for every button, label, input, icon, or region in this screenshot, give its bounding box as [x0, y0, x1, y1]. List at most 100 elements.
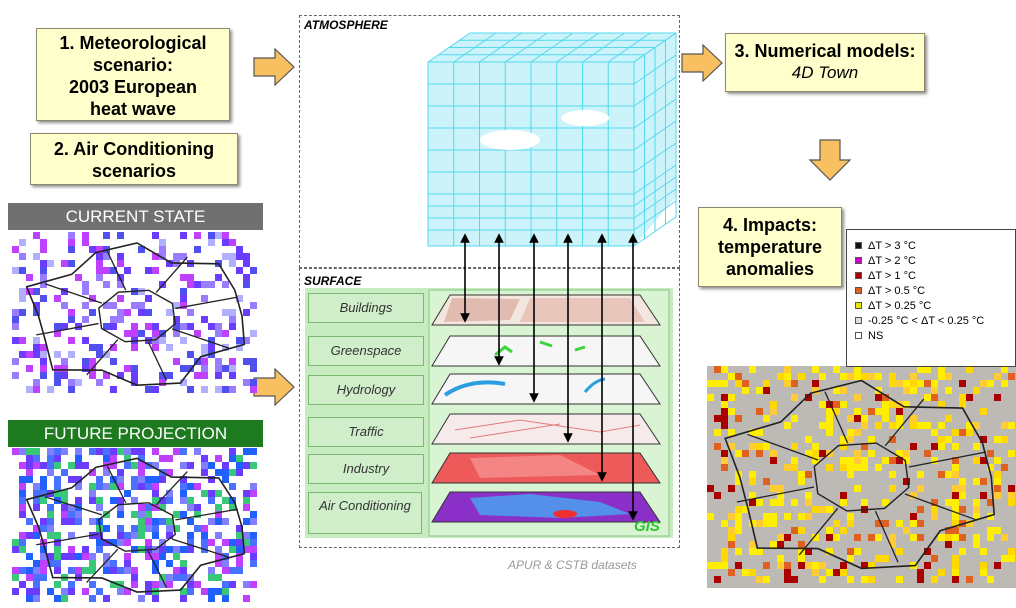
grid-cell: [124, 532, 131, 539]
box2-line1: 2. Air Conditioning: [53, 139, 215, 159]
grid-cell: [47, 448, 54, 455]
grid-cell: [973, 541, 980, 548]
grid-cell: [26, 274, 33, 281]
grid-cell: [236, 462, 243, 469]
grid-cell: [243, 532, 250, 539]
grid-cell: [728, 394, 735, 401]
future-projection-banner: FUTURE PROJECTION: [8, 420, 263, 447]
grid-cell: [96, 539, 103, 546]
grid-cell: [833, 520, 840, 527]
grid-cell: [714, 366, 721, 373]
grid-cell: [110, 539, 117, 546]
grid-cell: [756, 429, 763, 436]
grid-cell: [187, 504, 194, 511]
grid-cell: [896, 415, 903, 422]
grid-cell: [980, 478, 987, 485]
grid-cell: [910, 380, 917, 387]
grid-cell: [973, 499, 980, 506]
grid-cell: [26, 469, 33, 476]
grid-cell: [19, 462, 26, 469]
grid-cell: [12, 539, 19, 546]
grid-cell: [966, 366, 973, 373]
grid-cell: [54, 379, 61, 386]
grid-cell: [33, 351, 40, 358]
grid-cell: [68, 309, 75, 316]
grid-cell: [931, 506, 938, 513]
grid-cell: [229, 581, 236, 588]
grid-cell: [61, 497, 68, 504]
grid-cell: [756, 387, 763, 394]
grid-cell: [152, 232, 159, 239]
grid-cell: [54, 483, 61, 490]
grid-cell: [763, 443, 770, 450]
grid-cell: [896, 422, 903, 429]
grid-cell: [82, 553, 89, 560]
grid-cell: [994, 394, 1001, 401]
grid-cell: [96, 483, 103, 490]
grid-cell: [833, 534, 840, 541]
grid-cell: [896, 548, 903, 555]
grid-cell: [875, 555, 882, 562]
grid-cell: [945, 387, 952, 394]
grid-cell: [903, 387, 910, 394]
grid-cell: [138, 518, 145, 525]
grid-cell: [40, 281, 47, 288]
grid-cell: [735, 520, 742, 527]
grid-cell: [187, 365, 194, 372]
grid-cell: [959, 401, 966, 408]
grid-cell: [208, 539, 215, 546]
grid-cell: [47, 532, 54, 539]
grid-cell: [770, 499, 777, 506]
grid-cell: [166, 560, 173, 567]
grid-cell: [61, 365, 68, 372]
grid-cell: [917, 576, 924, 583]
grid-cell: [854, 450, 861, 457]
datasets-credit: APUR & CSTB datasets: [508, 558, 637, 572]
grid-cell: [152, 462, 159, 469]
grid-cell: [215, 574, 222, 581]
grid-cell: [82, 546, 89, 553]
grid-cell: [54, 567, 61, 574]
grid-cell: [222, 469, 229, 476]
grid-cell: [889, 380, 896, 387]
grid-cell: [145, 295, 152, 302]
grid-cell: [187, 483, 194, 490]
grid-cell: [229, 358, 236, 365]
grid-cell: [166, 309, 173, 316]
grid-cell: [68, 239, 75, 246]
grid-cell: [250, 483, 257, 490]
grid-cell: [931, 387, 938, 394]
grid-cell: [840, 499, 847, 506]
grid-cell: [826, 408, 833, 415]
grid-cell: [847, 471, 854, 478]
grid-cell: [26, 518, 33, 525]
grid-cell: [987, 499, 994, 506]
grid-cell: [82, 239, 89, 246]
grid-cell: [882, 555, 889, 562]
grid-cell: [840, 373, 847, 380]
grid-cell: [917, 534, 924, 541]
grid-cell: [12, 337, 19, 344]
grid-cell: [222, 539, 229, 546]
grid-cell: [917, 422, 924, 429]
grid-cell: [33, 232, 40, 239]
grid-cell: [40, 525, 47, 532]
grid-cell: [131, 302, 138, 309]
grid-cell: [40, 483, 47, 490]
grid-cell: [215, 330, 222, 337]
grid-cell: [917, 506, 924, 513]
grid-cell: [138, 483, 145, 490]
legend-swatch: [855, 242, 862, 249]
grid-cell: [89, 518, 96, 525]
grid-cell: [840, 464, 847, 471]
grid-cell: [243, 504, 250, 511]
grid-cell: [980, 436, 987, 443]
grid-cell: [54, 330, 61, 337]
grid-cell: [1001, 436, 1008, 443]
grid-cell: [931, 394, 938, 401]
grid-cell: [33, 337, 40, 344]
grid-cell: [770, 541, 777, 548]
grid-cell: [131, 344, 138, 351]
grid-cell: [250, 553, 257, 560]
grid-cell: [243, 497, 250, 504]
